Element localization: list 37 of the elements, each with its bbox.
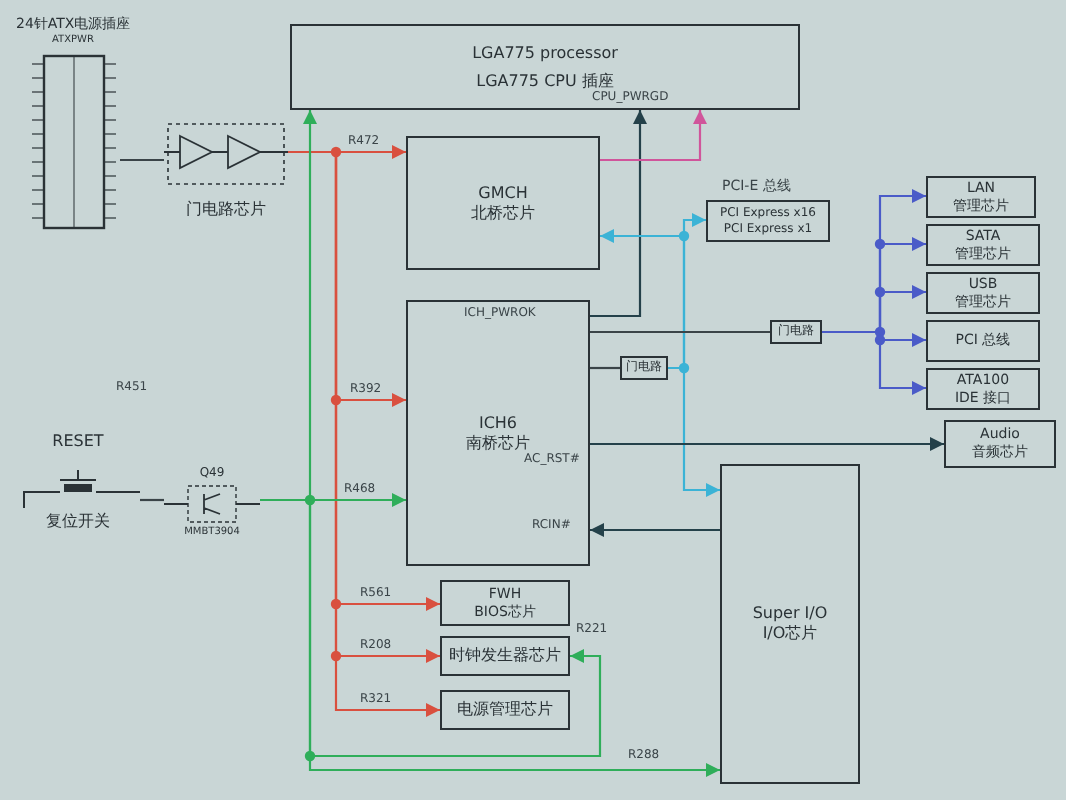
- switch-caption: 复位开关: [46, 512, 110, 532]
- chip-box: [440, 690, 570, 730]
- chip-box: [406, 136, 600, 270]
- chip-box: [440, 580, 570, 626]
- chip-name: 电源管理芯片: [457, 700, 553, 720]
- chip-box: [406, 300, 590, 566]
- chip-box: [926, 272, 1040, 314]
- chip-name: LGA775 CPU 插座: [476, 69, 614, 91]
- chip-name: GMCH: [478, 183, 528, 203]
- arrow: [590, 523, 720, 537]
- chip-box: [720, 464, 860, 784]
- switch-label: RESET: [52, 432, 104, 452]
- arrow: [590, 110, 647, 318]
- connector-line: [120, 158, 164, 162]
- chip-caption: 门电路芯片: [186, 200, 266, 220]
- bus-box: [706, 200, 830, 242]
- gate-box: [770, 320, 822, 344]
- chip-name: ICH6: [478, 413, 518, 433]
- chip-name: LGA775 processor: [472, 41, 618, 66]
- bus-box: [926, 320, 1040, 362]
- chip-name: 北桥芯片: [471, 203, 535, 223]
- chip-box: [944, 420, 1056, 468]
- cpu-socket-box: [290, 24, 800, 110]
- arrow: [600, 110, 707, 162]
- gate-box: [620, 356, 668, 380]
- chip-box: [926, 176, 1036, 218]
- chip-box: [440, 636, 570, 676]
- port-box: [926, 368, 1040, 410]
- connector-line: [590, 330, 770, 334]
- arrow: [590, 437, 944, 451]
- chip-box: [926, 224, 1040, 266]
- chip-name: 时钟发生器芯片: [449, 646, 561, 666]
- chip-name: 南桥芯片: [466, 433, 530, 453]
- chip-name: I/O芯片: [762, 624, 818, 644]
- connector-line: [590, 366, 620, 370]
- connector-line: [140, 498, 164, 502]
- chip-name: Super I/O: [752, 604, 828, 624]
